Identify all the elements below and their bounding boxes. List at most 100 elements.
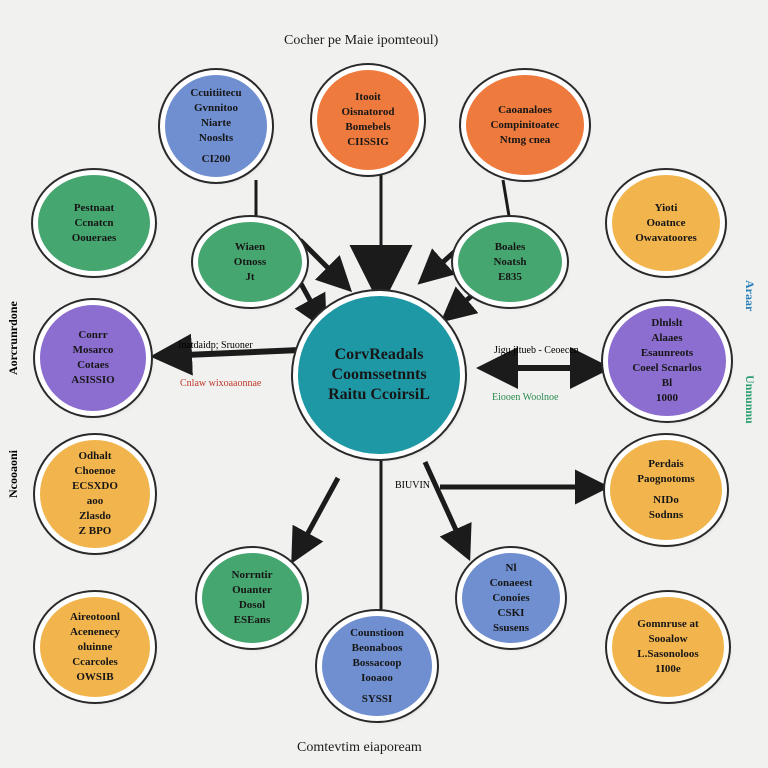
node-text-line: Z BPO (78, 525, 112, 537)
diagram-footer: Comtevtim eiapoream (297, 740, 422, 755)
node-text-line: ESEans (233, 614, 271, 626)
annotation-lower-arrow: BIUVIN (395, 480, 430, 491)
node-text-line: Ccarcoles (72, 655, 118, 668)
node-text-line: Beonaboos (351, 641, 403, 654)
diagram-title: Cocher pe Maie ipomteoul) (284, 33, 439, 48)
node-text-line: Compinitoatec (490, 118, 560, 131)
arrow-lower-left (291, 476, 341, 564)
node-text-line: CI200 (201, 152, 231, 165)
node-text-line: Ccuitiitecu (190, 86, 242, 99)
side-label-right-lower: Unnunnu (743, 375, 757, 424)
annotation-left-arrow-bottom: Cnlaw wixoaaonnae (180, 378, 262, 389)
node-text-line: Otnoss (233, 255, 267, 268)
node-text-line: Acenenecy (69, 625, 121, 638)
node-text-line: Ouanter (232, 584, 272, 596)
node-text-line: Cotaes (77, 359, 109, 371)
arrow-left (150, 333, 301, 376)
node-text-line: ECSXDO (72, 480, 118, 492)
node-text-line: Sodnns (648, 509, 684, 521)
connector-inner-left-low (294, 280, 327, 331)
node-text-line: Coeel Scnarlos (632, 362, 702, 374)
node-text-line: NIDo (653, 494, 679, 506)
node-text-line: Gvnnitoo (193, 101, 238, 114)
node-text-line: Conaeest (489, 576, 533, 589)
node-text-line: oluinne (77, 640, 113, 653)
node-text-line: aoo (86, 495, 104, 507)
node-text-line: Zlasdo (79, 510, 111, 522)
node-text-line: Nooslts (198, 131, 234, 144)
node-text-line: CSKI (497, 606, 525, 619)
node-text-line: Conoies (492, 591, 530, 604)
node-text-line: Pestnaat (73, 201, 115, 214)
node-text-line: E835 (498, 270, 522, 283)
node-text-line: SYSSI (361, 692, 393, 705)
arrow-lower-mid (422, 460, 472, 562)
node-text-line: Esaunreots (640, 347, 694, 359)
node-text-line: Jt (245, 270, 255, 283)
node-text-line: Wiaen (234, 240, 266, 253)
node-text-line: Dosol (238, 599, 266, 611)
node-text-line: Perdais (648, 458, 684, 470)
annotation-left-arrow-top: Inatdaidp; Sruoner (178, 340, 253, 351)
node-text-line: Noatsh (493, 255, 527, 268)
hub-text-line: CorvReadals (334, 346, 424, 363)
node-text-line: Ccnatcn (74, 216, 114, 229)
node-text-line: Sooalow (648, 633, 688, 645)
node-text-line: OWSIB (76, 670, 114, 683)
hub-text-line: Raitu CcoirsiL (328, 386, 430, 403)
node-text-line: Niarte (201, 116, 231, 129)
hub-text-line: Coomssetnnts (331, 366, 427, 383)
node-text-line: Bossacoop (352, 656, 402, 669)
node-text-line: ASISSIO (71, 374, 115, 386)
node-text-line: Choenoe (74, 465, 116, 477)
node-text-line: Conrr (78, 329, 108, 341)
node-text-line: 1000 (656, 392, 678, 404)
node-text-line: Oisnatorod (341, 106, 395, 118)
node-text-line: Ooueraes (71, 231, 117, 244)
node-text-line: Aireotoonl (70, 610, 120, 623)
node-text-line: Mosarco (72, 344, 114, 356)
node-text-line: Bomebels (345, 121, 391, 133)
hub-node: CorvReadals Coomssetnnts Raitu CcoirsiL (298, 296, 460, 454)
node-text-line: Bl (661, 377, 673, 389)
side-label-left-upper: Aorcrunrdone (6, 301, 20, 375)
node-text-line: Gomnruse at (637, 618, 699, 630)
annotation-right-arrow-bottom: Eiooen Woolnoe (492, 392, 559, 403)
node-text-line: Yioti (654, 201, 678, 214)
node-text-line: CIISSIG (347, 136, 389, 148)
node-text-line: L.Sasonoloos (637, 648, 699, 660)
node-text-line: Alaaes (651, 332, 683, 344)
side-label-left-lower: Ncooaoni (6, 450, 20, 498)
side-label-right-upper: Araar (743, 280, 757, 312)
node-text-line: Iooaoo (361, 671, 393, 684)
node-text-line: 1I00e (655, 663, 681, 675)
node-text-line: Norrntir (231, 569, 273, 581)
node-text-line: Nl (505, 561, 517, 574)
connector-to-top-right (501, 179, 512, 223)
connector-inner-left (298, 238, 353, 293)
node-text-line: Itooit (355, 91, 381, 103)
node-text-line: Dlnlslt (651, 317, 683, 329)
node-text-line: Boales (494, 240, 526, 253)
node-text-line: Caoanaloes (498, 103, 552, 116)
node-text-line: Ssusens (492, 621, 530, 634)
node-text-line: Owavatoores (635, 231, 697, 244)
annotation-right-arrow-top: Jigu jltueb - Ceoeccn (494, 345, 579, 356)
